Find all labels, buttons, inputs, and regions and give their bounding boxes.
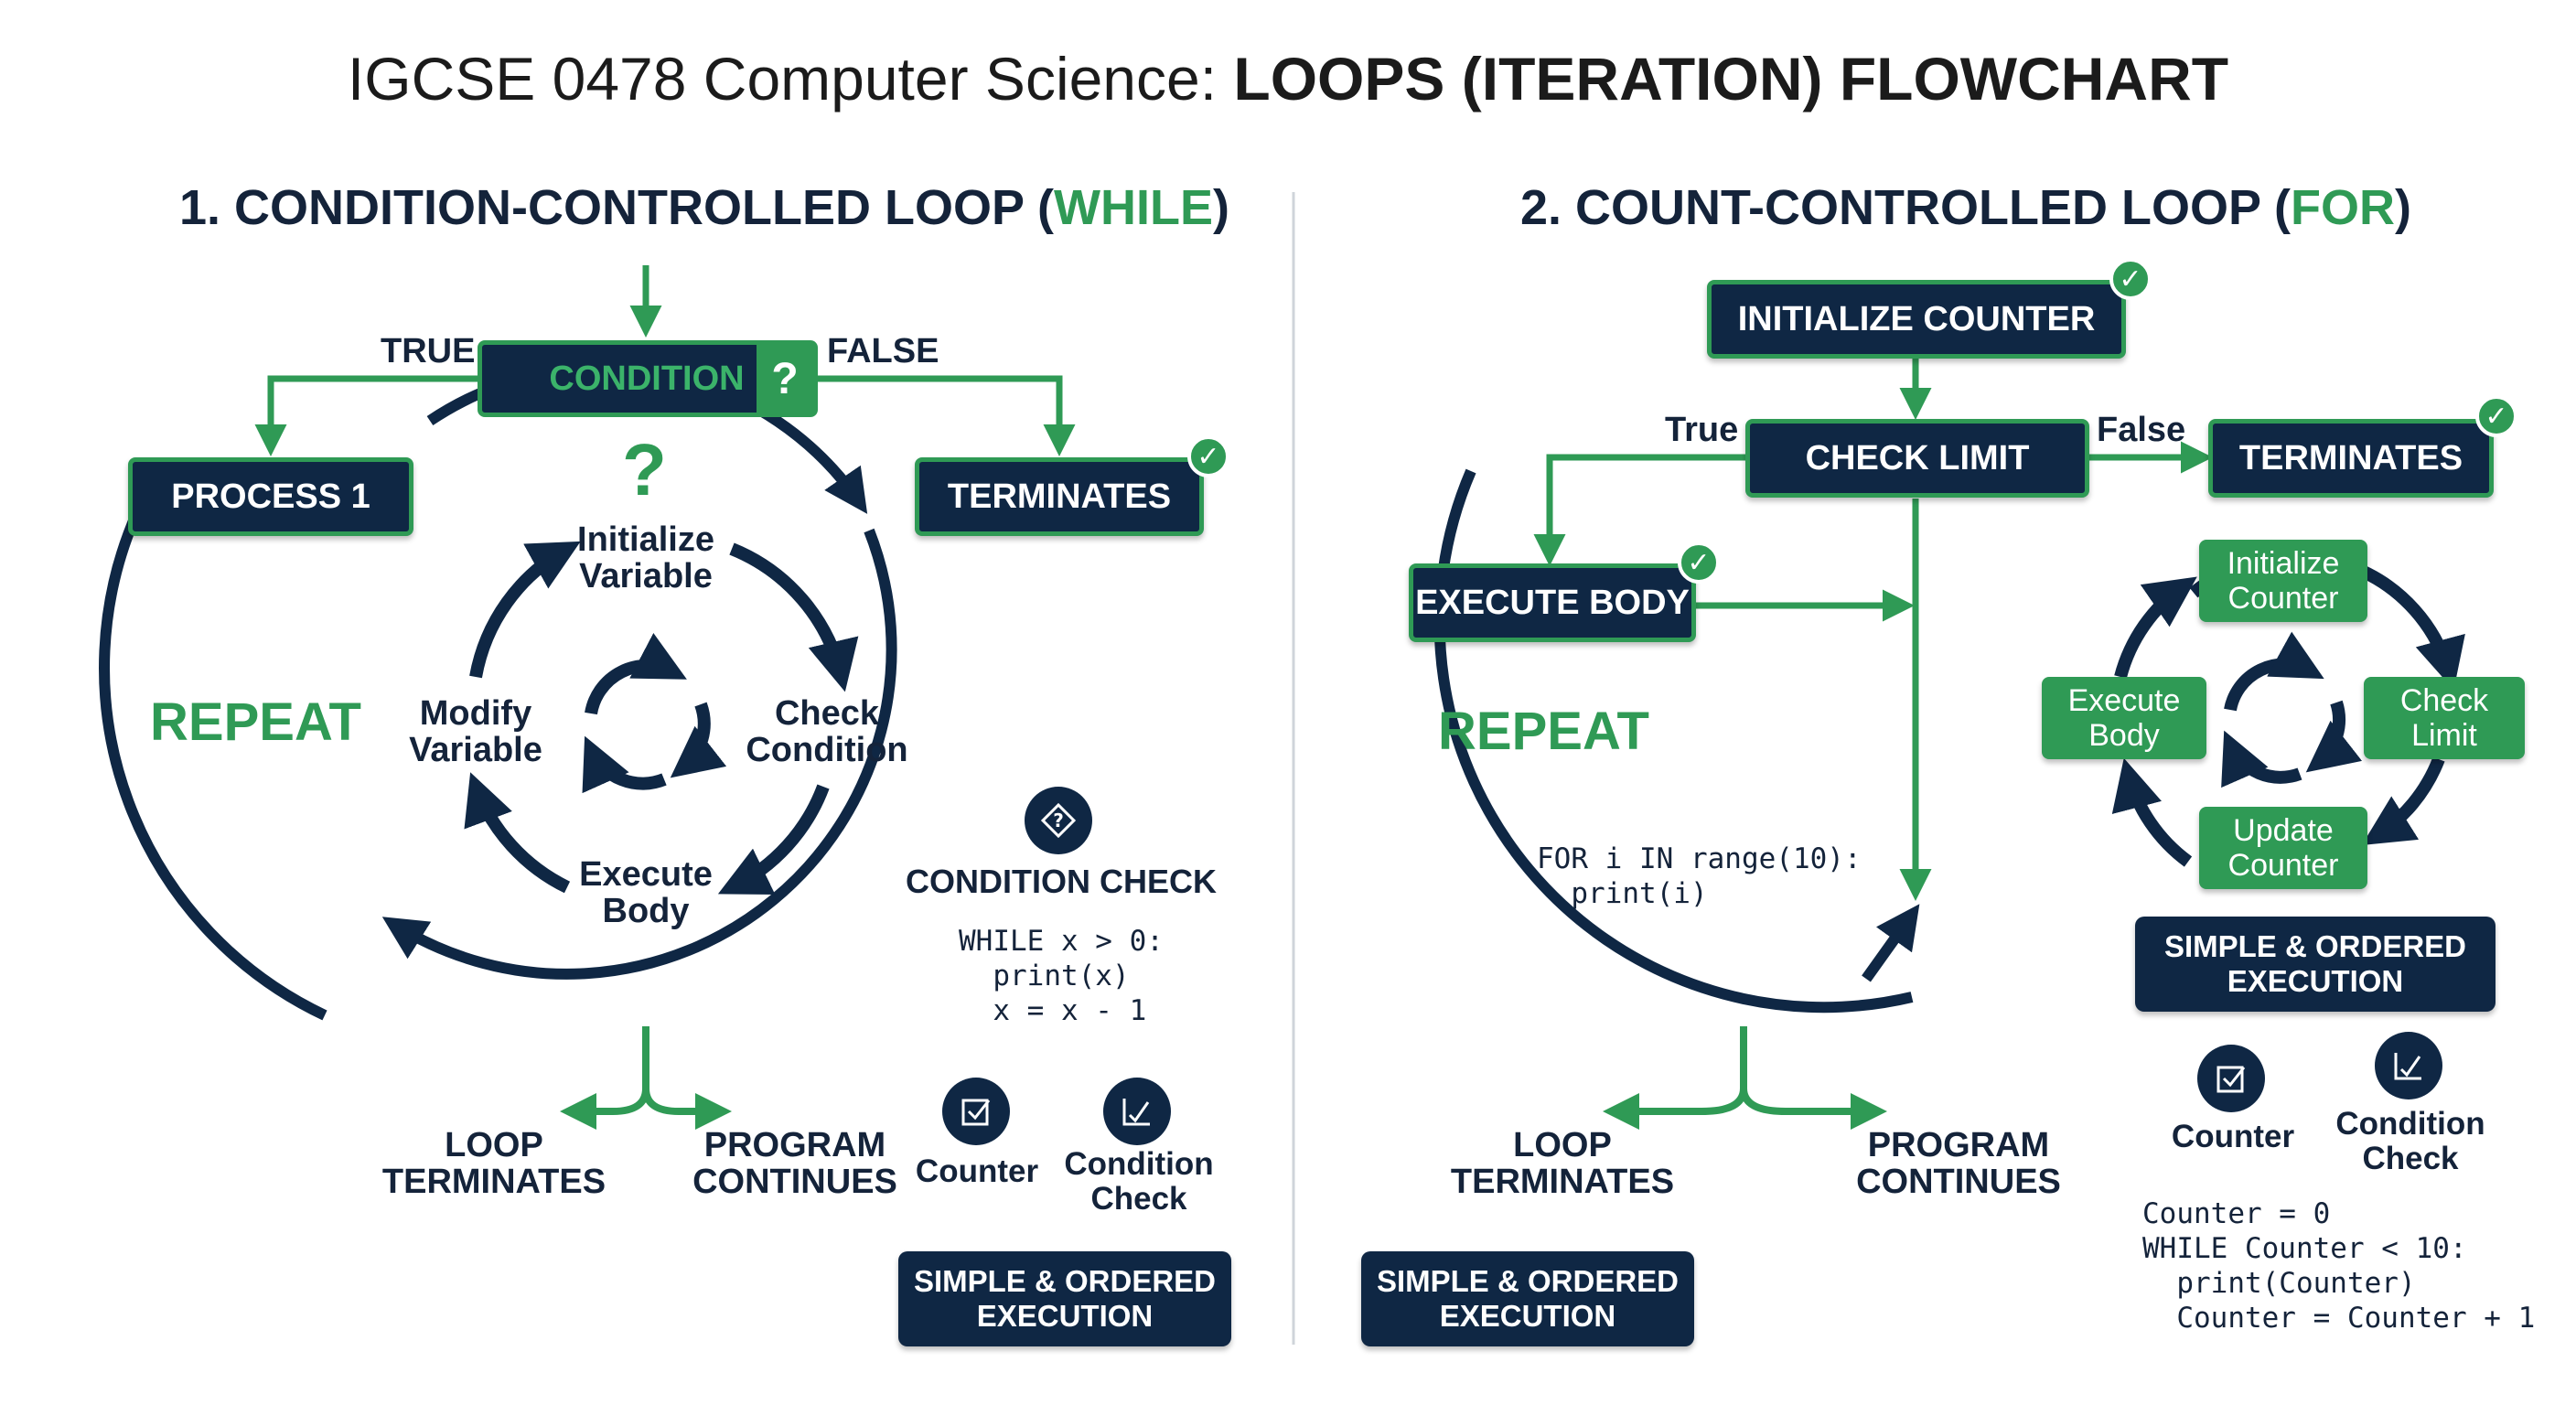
ring-update-counter: Update Counter <box>2199 807 2367 889</box>
condition-box: CONDITION ? <box>478 340 818 417</box>
ring-arrow-2 <box>2361 756 2445 845</box>
fork-left-arrow <box>560 1088 649 1130</box>
true-arrow <box>1533 454 1745 566</box>
cycle-arrow-1 <box>729 542 859 692</box>
cycle-modify-variable: Modify Variable <box>409 694 542 769</box>
check-icon: ✓ <box>1187 435 1229 477</box>
cycle-execute-body: Execute Body <box>579 855 713 930</box>
for-heading-suffix: ) <box>2395 180 2411 235</box>
condition-label: CONDITION <box>549 359 745 398</box>
repeat-arc-bottom <box>381 528 897 980</box>
fork-left-arrow-right <box>1603 1088 1747 1130</box>
check-icon: ✓ <box>2475 395 2517 437</box>
while-heading-suffix: ) <box>1212 180 1229 235</box>
ring-execute-body: Execute Body <box>2042 677 2206 759</box>
for-condition-check-icon-label: Condition Check <box>2335 1106 2485 1176</box>
cycle-arrows-icon <box>582 633 727 794</box>
check-icon: ✓ <box>1678 542 1720 584</box>
for-loop-terminates: LOOP TERMINATES <box>1450 1126 1675 1201</box>
ring-arrow-4 <box>2114 576 2197 679</box>
for-code-right: Counter = 0 WHILE Counter < 10: print(Co… <box>2142 1197 2536 1335</box>
cycle-check-condition: Check Condition <box>746 694 908 769</box>
while-heading: 1. CONDITION-CONTROLLED LOOP (WHILE) <box>179 179 1229 236</box>
svg-text:?: ? <box>1053 810 1064 831</box>
repeat-arc-left <box>99 509 327 1021</box>
check-limit-box: CHECK LIMIT <box>1745 419 2089 498</box>
question-diamond-icon: ? <box>1025 787 1092 854</box>
true-label: TRUE <box>381 332 476 370</box>
while-program-continues: PROGRAM CONTINUES <box>692 1126 897 1201</box>
center-question-mark: ? <box>622 429 667 510</box>
for-repeat-label: REPEAT <box>1438 702 1649 761</box>
while-code: WHILE x > 0: print(x) x = x - 1 <box>959 925 1164 1027</box>
title-bold: LOOPS (ITERATION) FLOWCHART <box>1233 45 2229 113</box>
while-terminates-box: TERMINATES <box>915 457 1204 536</box>
for-code: FOR i IN range(10): print(i) <box>1537 842 1862 910</box>
cycle-arrows-icon <box>2221 631 2363 788</box>
ring-initialize-counter: Initialize Counter <box>2199 540 2367 622</box>
init-counter-box: INITIALIZE COUNTER <box>1707 280 2126 359</box>
while-counter-label: Counter <box>915 1153 1039 1189</box>
while-keyword: WHILE <box>1054 180 1213 235</box>
fork-right-arrow-right <box>1740 1088 1887 1130</box>
page-title: IGCSE 0478 Computer Science: LOOPS (ITER… <box>0 44 2576 113</box>
condition-check-label: CONDITION CHECK <box>906 863 1217 900</box>
cycle-arrow-3 <box>464 772 571 894</box>
for-keyword: FOR <box>2291 180 2396 235</box>
fork-right-arrow <box>642 1088 732 1130</box>
ring-check-limit: Check Limit <box>2364 677 2525 759</box>
process-1-box: PROCESS 1 <box>128 457 413 536</box>
ring-arrow-3 <box>2111 757 2193 867</box>
cycle-arrow-4 <box>469 541 581 679</box>
for-heading: 2. COUNT-CONTROLLED LOOP (FOR) <box>1520 179 2411 236</box>
for-terminates-box: TERMINATES <box>2208 419 2494 498</box>
while-repeat-label: REPEAT <box>150 692 361 752</box>
true-branch-arrow <box>254 375 478 456</box>
while-simple-ordered-box: SIMPLE & ORDERED EXECUTION <box>898 1251 1231 1346</box>
for-program-continues: PROGRAM CONTINUES <box>1856 1126 2061 1201</box>
cycle-initialize-variable: Initialize Variable <box>577 520 714 595</box>
false-branch-arrow <box>814 375 1076 456</box>
title-prefix: IGCSE 0478 Computer Science: <box>347 45 1234 113</box>
check-icon: ✓ <box>2109 258 2152 300</box>
chart-check-icon <box>1103 1078 1171 1145</box>
repeat-arc-right-arrow <box>1862 904 1920 982</box>
while-heading-prefix: 1. CONDITION-CONTROLLED LOOP ( <box>179 180 1054 235</box>
checkbox-icon <box>942 1078 1010 1145</box>
for-simple-ordered-box-bottom: SIMPLE & ORDERED EXECUTION <box>1361 1251 1694 1346</box>
while-condition-check-icon-label: Condition Check <box>1064 1146 1214 1217</box>
chart-check-icon <box>2375 1032 2442 1099</box>
cycle-arrow-2 <box>717 784 830 896</box>
checkbox-icon <box>2197 1045 2265 1112</box>
for-heading-prefix: 2. COUNT-CONTROLLED LOOP ( <box>1520 180 2292 235</box>
while-loop-terminates: LOOP TERMINATES <box>381 1126 606 1201</box>
for-false-label: False <box>2097 411 2186 449</box>
condition-question-icon: ? <box>757 345 813 413</box>
for-simple-ordered-box-right: SIMPLE & ORDERED EXECUTION <box>2135 917 2496 1012</box>
false-label: FALSE <box>827 332 939 370</box>
execute-body-box: EXECUTE BODY <box>1409 563 1696 642</box>
for-counter-label: Counter <box>2171 1119 2295 1154</box>
for-true-label: True <box>1665 411 1739 449</box>
